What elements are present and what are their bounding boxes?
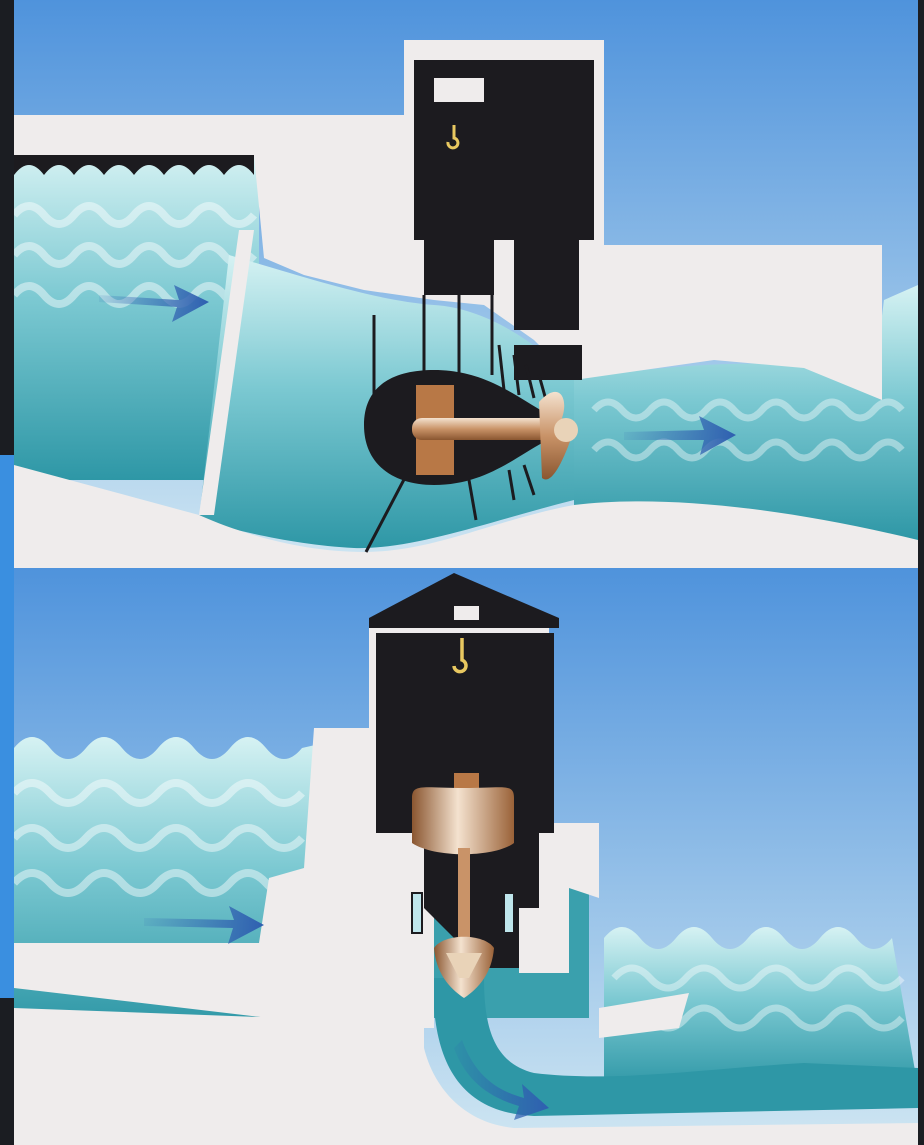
flow-arrow-icon <box>454 1040 549 1120</box>
propeller-runner-icon <box>539 391 578 480</box>
kaplan-turbine-panel <box>14 568 918 1145</box>
flow-arrow-icon <box>624 416 736 455</box>
left-edge-strip-lower <box>0 568 14 998</box>
generator-hall <box>414 120 594 330</box>
draft-tube-water <box>434 978 918 1116</box>
left-edge-strip-upper <box>0 455 14 568</box>
tailwater <box>574 285 918 540</box>
turbine-shaft <box>458 848 470 943</box>
tailwater-waves <box>591 398 905 462</box>
intake-trash-rack <box>14 155 254 175</box>
kaplan-turbine-diagram <box>14 568 918 1145</box>
turbine-shaft <box>412 418 552 440</box>
crane-hook-icon <box>452 638 468 674</box>
crane-hook-icon <box>446 125 460 150</box>
wicket-gate-left <box>411 892 423 934</box>
gate-slot <box>514 345 582 380</box>
headwater-waves <box>14 202 258 308</box>
bulb-turbine-diagram <box>14 0 918 568</box>
flow-arrow-icon <box>144 906 264 944</box>
wicket-gate-right <box>503 892 515 934</box>
flow-arrow-icon <box>99 285 209 322</box>
bulb-turbine-panel <box>14 0 918 568</box>
vertical-generator <box>412 787 514 855</box>
bulb-support-struts <box>364 295 548 553</box>
powerhouse-roof <box>369 573 559 628</box>
headwater-waves <box>14 779 305 897</box>
propeller-runner-icon <box>434 936 494 998</box>
powerhouse-machinery <box>414 60 594 380</box>
tailwater <box>604 927 918 1088</box>
